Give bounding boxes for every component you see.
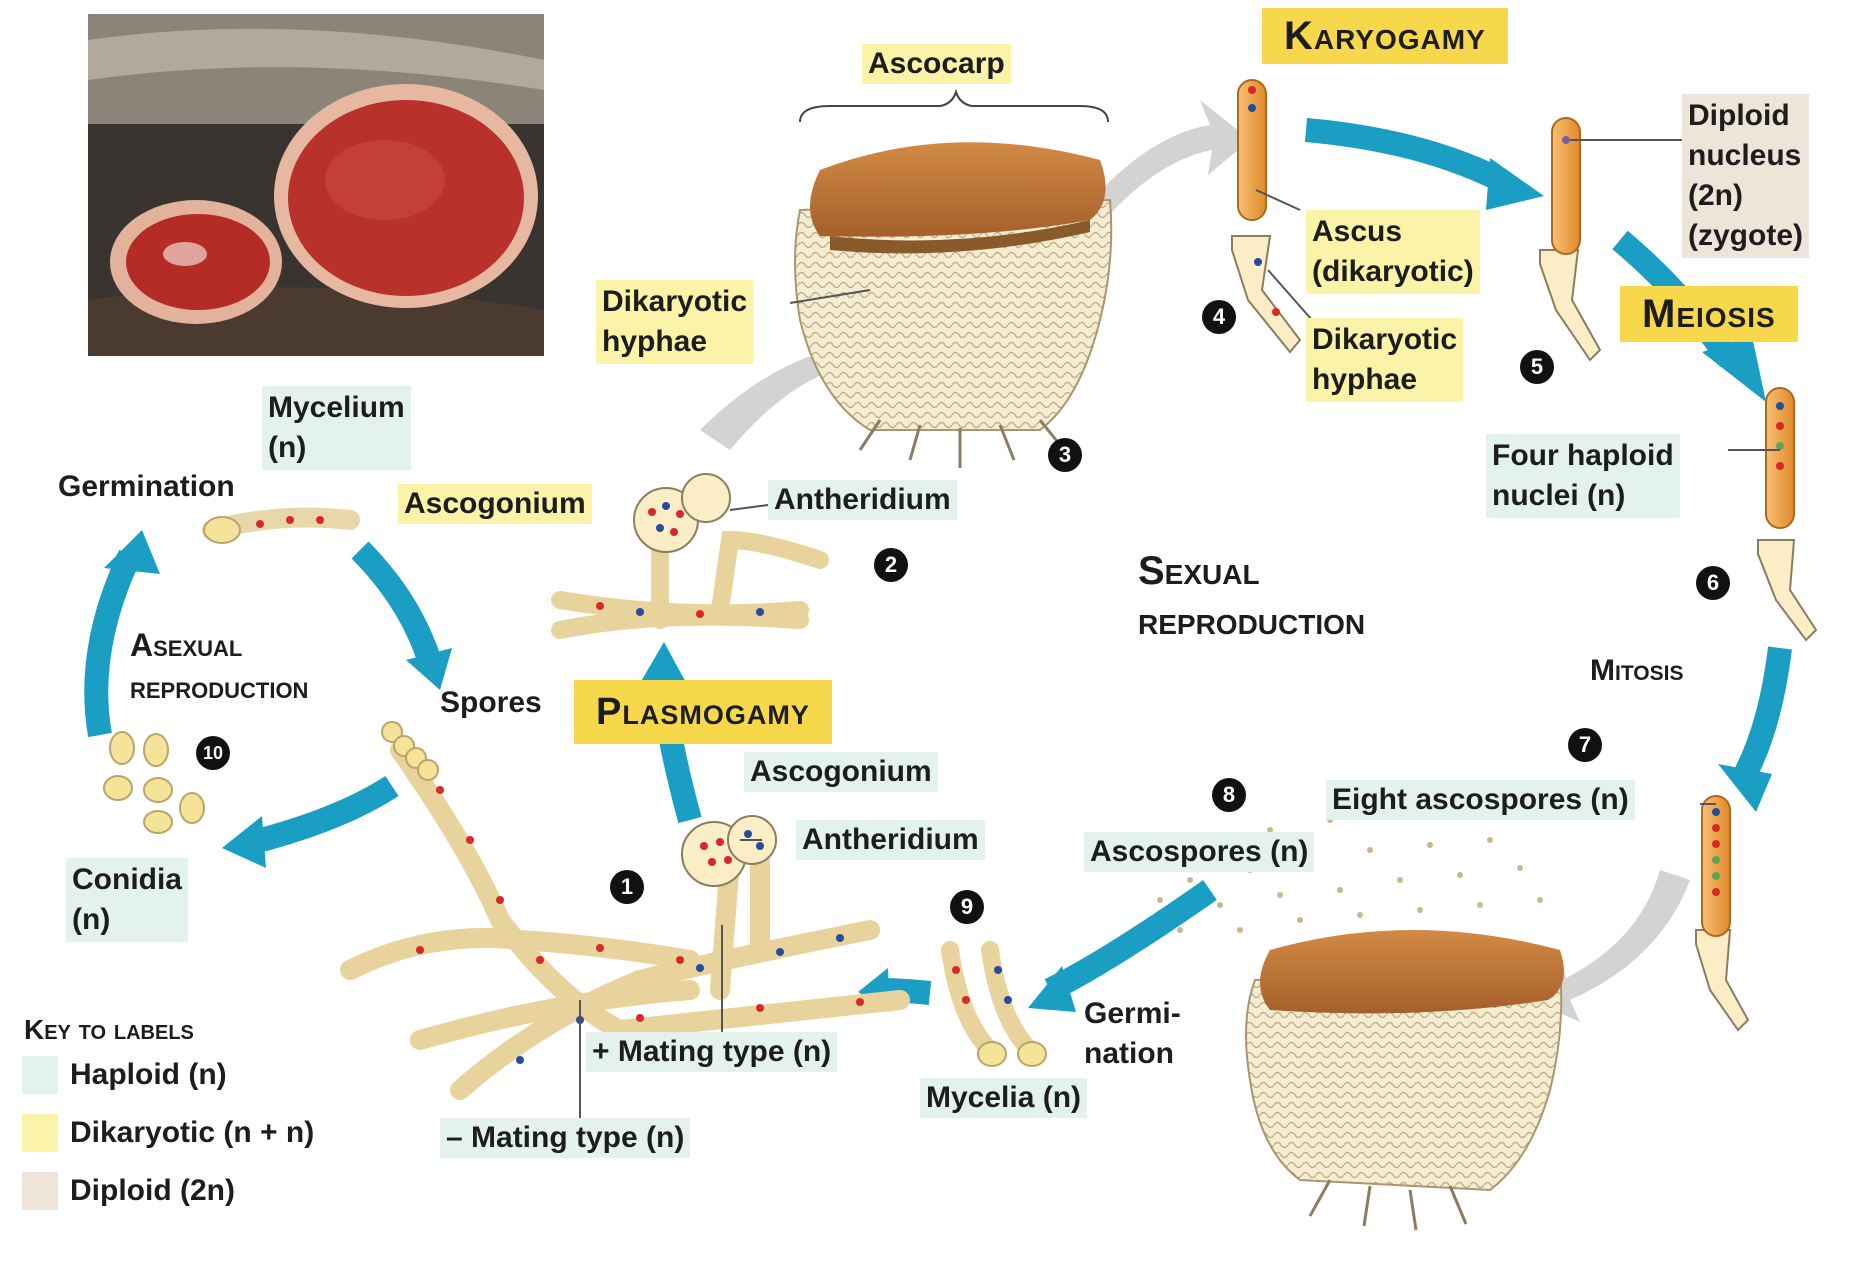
key-title: Key to labels [24,1014,194,1045]
ascus-step7 [1695,795,1750,1032]
mating-mycelium-nuclei [416,786,864,1064]
ascus-step5 [1539,117,1602,362]
germinating-hypha [202,507,360,544]
conidia-line-2: (n) [72,903,111,936]
germination-label: Germination [58,470,235,503]
ascospores-label: Ascospores (n) [1084,832,1315,872]
four-haploid-line-1: Four haploid [1492,439,1674,472]
ascogonium-bottom-label: Ascogonium [744,752,938,792]
antheridium-top-label: Antheridium [768,480,957,520]
ascocarp-bracket [799,88,1109,123]
ascus-step6 [1757,387,1818,642]
spores-label: Spores [440,686,542,719]
cycle-arrowheads [104,158,1772,1012]
ascocarp-top [794,142,1113,468]
conidia-cluster [103,731,205,834]
spore-chain [381,721,439,781]
dikaryotic-hyphae-right-line-2: hyphae [1312,363,1418,396]
diploid-line-3: (2n) [1688,179,1743,212]
step-10-badge: 10 [196,736,230,770]
asexual-line-1: Asexual [130,627,243,663]
antheridium-bottom-label: Antheridium [796,820,985,860]
gametangia-bottom [681,815,777,887]
sexual-line-2: reproduction [1138,599,1366,643]
dikaryotic-hyphae-left-line-2: hyphae [602,325,708,358]
dikaryotic-hyphae-right-label: Dikaryotic hyphae [1306,318,1464,402]
asexual-line-2: reproduction [130,669,309,705]
gametangia-top [596,473,764,618]
mycelium-line-2: (n) [268,431,307,464]
four-haploid-line-2: nuclei (n) [1492,479,1626,512]
ascocarp-label: Ascocarp [862,44,1011,84]
step-9-badge: 9 [950,890,984,924]
step-1-badge: 1 [610,870,644,904]
eight-ascospores-label: Eight ascospores (n) [1326,780,1635,820]
plasmogamy-label: Plasmogamy [574,680,832,744]
diploid-line-4: (zygote) [1688,219,1803,252]
mitosis-label: Mitosis [1590,654,1684,687]
conidia-label: Conidia (n) [66,858,188,942]
ascus-step4 [1231,79,1302,354]
leader-lines [579,139,1780,1136]
germinating-ascospores [941,941,1047,1067]
asexual-reproduction-label: Asexual reproduction [130,624,308,708]
key-haploid-label: Haploid (n) [70,1058,227,1091]
key-diploid-swatch [22,1172,58,1210]
step-2-badge: 2 [874,548,908,582]
four-haploid-label: Four haploid nuclei (n) [1486,434,1680,518]
diploid-line-1: Diploid [1688,99,1790,132]
dikaryotic-hyphae-left-line-1: Dikaryotic [602,285,748,318]
ascogonium-top-label: Ascogonium [398,484,592,524]
diploid-nucleus-label: Diploid nucleus (2n) (zygote) [1682,94,1809,258]
step-3-badge: 3 [1048,438,1082,472]
ascus-line-2: (dikaryotic) [1312,255,1474,288]
dikaryotic-hyphae-left-label: Dikaryotic hyphae [596,280,754,364]
cup-fungus-photo [88,14,544,356]
ascus-line-1: Ascus [1312,215,1403,248]
step-6-badge: 6 [1696,566,1730,600]
mycelia-label: Mycelia (n) [920,1078,1088,1118]
mycelium-label: Mycelium (n) [262,386,411,470]
meiosis-label: Meiosis [1620,286,1798,342]
ascocarp-bottom [1245,930,1564,1231]
ascus-label: Ascus (dikaryotic) [1306,210,1480,294]
dikaryotic-hyphae-right-line-1: Dikaryotic [1312,323,1458,356]
plus-mating-type-label: + Mating type (n) [586,1032,838,1072]
germi-line-2: nation [1084,1037,1174,1070]
key-diploid-label: Diploid (2n) [70,1174,235,1207]
karyogamy-label: Karyogamy [1262,8,1508,64]
mycelium-line-1: Mycelium [268,391,405,424]
key-haploid-swatch [22,1056,58,1094]
step-4-badge: 4 [1202,300,1236,334]
mating-mycelium [340,740,910,1100]
minus-mating-type-label: – Mating type (n) [440,1118,691,1158]
step-8-badge: 8 [1212,778,1246,812]
step-7-badge: 7 [1568,728,1602,762]
sexual-line-1: Sexual [1138,549,1260,593]
germi-nation-label: Germi- nation [1084,994,1181,1074]
germi-line-1: Germi- [1084,997,1181,1030]
key-dikaryotic-swatch [22,1114,58,1152]
key-dikaryotic-label: Dikaryotic (n + n) [70,1116,315,1149]
diploid-line-2: nucleus [1688,139,1802,172]
step-5-badge: 5 [1520,350,1554,384]
conidia-line-1: Conidia [72,863,182,896]
sexual-reproduction-label: Sexual reproduction [1138,546,1365,646]
